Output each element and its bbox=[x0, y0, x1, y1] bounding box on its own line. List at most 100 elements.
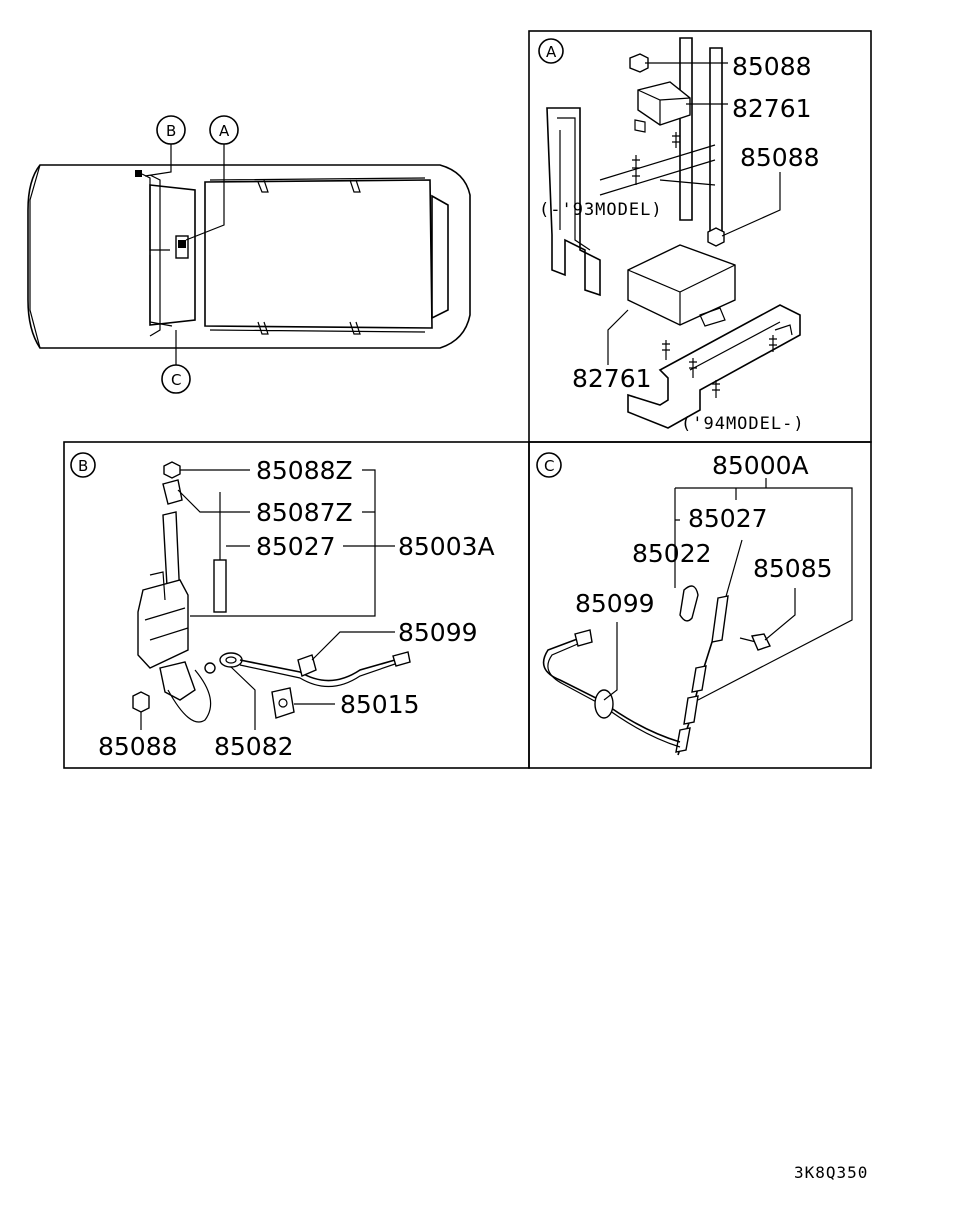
nut-85088-top bbox=[629, 53, 649, 73]
bracket-cross bbox=[599, 144, 716, 196]
stud-6 bbox=[769, 335, 777, 352]
collar-85087Z bbox=[162, 479, 183, 505]
relay-bottom-face bbox=[627, 264, 736, 325]
washer bbox=[204, 662, 216, 674]
bolt-85085-head bbox=[751, 633, 771, 651]
gasket-85022 bbox=[679, 585, 699, 622]
feeder-cable-85099-C-parallel bbox=[547, 642, 681, 748]
car-dashboard bbox=[149, 174, 161, 337]
label-85022: 85022 bbox=[632, 539, 712, 568]
car-body-outline bbox=[27, 164, 471, 349]
bolt-85085-shank bbox=[739, 637, 757, 643]
grommet-C bbox=[594, 689, 614, 719]
nut-85088-mid bbox=[707, 227, 725, 247]
label-85003A: 85003A bbox=[398, 532, 495, 561]
antenna-motor-housing bbox=[137, 579, 189, 669]
model-note-93: (-'93MODEL) bbox=[539, 200, 663, 220]
vertical-bracket bbox=[679, 37, 723, 236]
cable-route-c bbox=[149, 255, 173, 327]
car-front-bumper bbox=[29, 164, 41, 349]
cable-segment-2 bbox=[683, 695, 699, 725]
label-85099-B: 85099 bbox=[398, 618, 478, 647]
leader-A-85088-mid bbox=[721, 172, 781, 237]
cable-connector bbox=[392, 651, 411, 667]
cable-segment-1 bbox=[691, 665, 707, 693]
grommet-85015 bbox=[271, 687, 295, 719]
antenna-mast-85027 bbox=[213, 559, 227, 613]
panel-C-letter: C bbox=[544, 457, 554, 475]
feeder-cable-parallel bbox=[239, 663, 396, 688]
label-85088-B: 85088 bbox=[98, 732, 178, 761]
label-85088Z: 85088Z bbox=[256, 456, 353, 485]
cable-clip bbox=[297, 654, 317, 677]
cap-nut-85088Z bbox=[163, 461, 181, 479]
panel-B: B 85088Z bbox=[63, 441, 530, 769]
leader-B-85003A-bracket bbox=[190, 469, 395, 617]
panel-B-letter-circle bbox=[70, 452, 96, 478]
label-85085: 85085 bbox=[753, 554, 833, 583]
panel-B-letter: B bbox=[78, 457, 88, 475]
leader-C-85099 bbox=[603, 622, 618, 701]
model-note-94: ('94MODEL-) bbox=[681, 414, 805, 434]
label-85082: 85082 bbox=[214, 732, 294, 761]
relay-top-face bbox=[637, 89, 691, 125]
base-pad-inner bbox=[225, 656, 237, 664]
leader-B-85099 bbox=[311, 631, 395, 661]
feeder-cable-85099-C bbox=[542, 637, 681, 743]
cable-segment-3 bbox=[675, 727, 691, 753]
car-rear-window bbox=[431, 194, 449, 320]
panel-C-letter-circle bbox=[536, 452, 562, 478]
feeder-connector-C bbox=[574, 629, 593, 647]
panel-A-letter-circle bbox=[538, 38, 564, 64]
leader-B-85087Z bbox=[177, 489, 250, 513]
leader-C-85085 bbox=[764, 588, 796, 641]
bracket-detail bbox=[557, 117, 591, 251]
panel-B-frame bbox=[63, 441, 530, 769]
stud-3 bbox=[662, 340, 670, 360]
label-85099-C: 85099 bbox=[575, 589, 655, 618]
label-85015: 85015 bbox=[340, 690, 420, 719]
car-roof bbox=[204, 179, 433, 329]
leader-C-85000A-bracket bbox=[674, 478, 853, 701]
relay-82761-bottom bbox=[627, 244, 736, 326]
callout-letter-C: C bbox=[171, 371, 181, 389]
panel-C: C 85000A 85027 85022 85085 85099 bbox=[528, 441, 872, 769]
leader-A-82761-bottom bbox=[607, 309, 629, 365]
antenna-motor-detail bbox=[144, 571, 189, 641]
base-pad-85082 bbox=[219, 652, 243, 668]
antenna-base-C bbox=[711, 595, 729, 643]
amplifier-location-fill bbox=[178, 240, 186, 248]
panel-A: A 85088 82761 85088 (-'93M bbox=[528, 30, 872, 443]
roof-rail-left bbox=[209, 177, 426, 193]
leader-A bbox=[185, 144, 225, 241]
bracket-94model bbox=[627, 304, 801, 429]
antenna-bracket-lower bbox=[159, 661, 196, 701]
label-82761-top: 82761 bbox=[732, 94, 812, 123]
antenna-rod-85027-C bbox=[724, 539, 743, 601]
label-85087Z: 85087Z bbox=[256, 498, 353, 527]
diagram-code: 3K8Q350 bbox=[794, 1163, 868, 1182]
bracket-94-detail bbox=[689, 321, 793, 371]
callout-letter-B: B bbox=[166, 122, 176, 140]
stud-5 bbox=[712, 380, 720, 398]
grommet-hole bbox=[278, 698, 288, 708]
label-85088-mid: 85088 bbox=[740, 143, 820, 172]
vehicle-overview: B A C bbox=[27, 115, 471, 394]
stud-4 bbox=[689, 358, 697, 378]
stud-1 bbox=[632, 155, 640, 185]
mounting-bracket bbox=[546, 107, 601, 297]
relay-82761-top bbox=[637, 81, 691, 126]
label-85027-B: 85027 bbox=[256, 532, 336, 561]
label-85027-C: 85027 bbox=[688, 504, 768, 533]
label-85088-top: 85088 bbox=[732, 52, 812, 81]
label-85000A: 85000A bbox=[712, 451, 809, 480]
leader-B bbox=[144, 144, 172, 177]
relay-tab bbox=[634, 119, 646, 133]
antenna-location-marker bbox=[135, 170, 142, 177]
stud-2 bbox=[672, 132, 680, 148]
roof-rail-right bbox=[209, 321, 426, 335]
panel-A-letter: A bbox=[546, 43, 557, 61]
callout-letter-A: A bbox=[219, 122, 230, 140]
panel-C-frame bbox=[528, 441, 872, 769]
